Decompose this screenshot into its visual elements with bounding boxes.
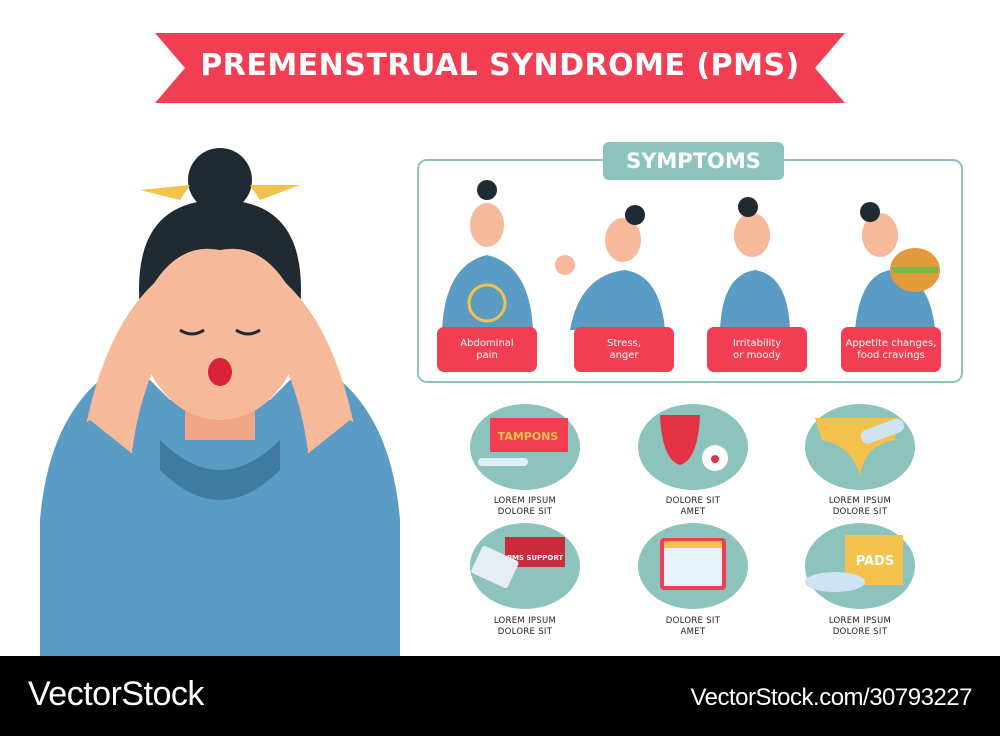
svg-text:PMS SUPPORT: PMS SUPPORT	[507, 554, 564, 562]
symptom-figures	[442, 180, 940, 330]
product-caption: LOREM IPSUM DOLORE SIT	[828, 616, 892, 637]
product-caption: LOREM IPSUM DOLORE SIT	[493, 616, 557, 637]
menstrual-cup-icon	[638, 404, 748, 490]
product-caption: DOLORE SIT AMET	[665, 496, 721, 517]
vectorstock-logo: VectorStock	[28, 675, 204, 713]
watermark-footer	[0, 656, 1000, 736]
svg-text:TAMPONS: TAMPONS	[498, 430, 559, 443]
product-caption: LOREM IPSUM DOLORE SIT	[828, 496, 892, 517]
symptom-label-stress-anger: Stress, anger	[574, 327, 674, 372]
symptom-label-abdominal-pain: Abdominal pain	[437, 327, 537, 372]
tampons-icon: TAMPONS	[470, 404, 580, 490]
woman-headache-illustration	[40, 148, 400, 656]
product-icons: TAMPONS PMS SUPPORT PADS	[470, 404, 915, 609]
svg-text:PADS: PADS	[856, 554, 895, 569]
stress-anger-figure	[555, 205, 665, 330]
pads-icon: PADS	[805, 523, 915, 609]
symptoms-heading: SYMPTOMS	[603, 142, 784, 180]
calendar-icon	[638, 523, 748, 609]
product-caption: LOREM IPSUM DOLORE SIT	[493, 496, 557, 517]
page-title: PREMENSTRUAL SYNDROME (PMS)	[200, 48, 800, 83]
pills-icon: PMS SUPPORT	[470, 523, 580, 609]
product-caption: DOLORE SIT AMET	[665, 616, 721, 637]
symptom-label-irritability: Irritability or moody	[707, 327, 807, 372]
panties-icon	[805, 404, 915, 490]
symptom-label-appetite: Appetite changes, food cravings	[841, 327, 941, 372]
image-url: VectorStock.com/30793227	[690, 684, 972, 711]
title-banner	[155, 33, 845, 103]
food-craving-figure	[855, 202, 940, 330]
irritability-figure	[720, 197, 790, 330]
abdominal-pain-figure	[442, 180, 533, 330]
